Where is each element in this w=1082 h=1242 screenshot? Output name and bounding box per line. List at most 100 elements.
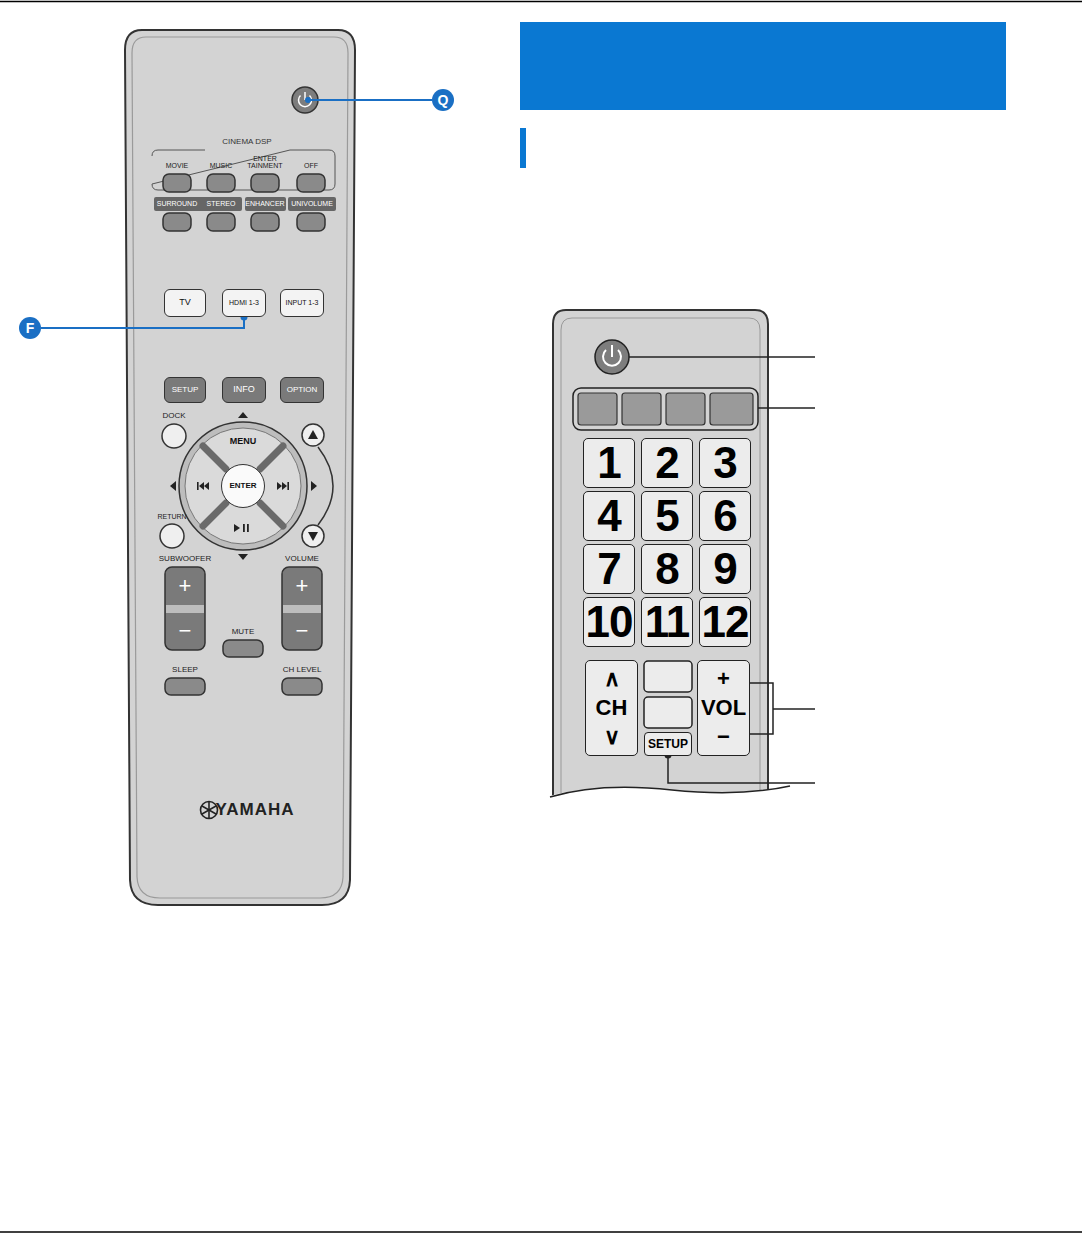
button-label: MOVIE <box>166 162 189 169</box>
rocker-button <box>166 605 204 613</box>
nav-pad <box>238 412 248 418</box>
tv-power-button <box>595 340 629 374</box>
page-rule <box>0 1 1082 3</box>
callout-leader <box>308 99 318 101</box>
rocker-button <box>283 605 321 613</box>
bottom-button <box>223 640 263 657</box>
button-text: HDMI 1-3 <box>229 299 259 306</box>
button-text: CH <box>596 697 628 719</box>
small-button <box>160 424 324 548</box>
leader-line <box>773 708 815 710</box>
input-button: TV <box>164 289 206 317</box>
nav-pad <box>277 482 282 490</box>
number-key: 5 <box>641 491 693 541</box>
color-buttons <box>578 393 753 425</box>
leader-line <box>629 357 815 783</box>
button-text: ENTER <box>229 482 256 490</box>
callout-leader <box>318 99 432 101</box>
button-label: SLEEP <box>172 666 198 674</box>
button-label: + <box>296 574 309 597</box>
button-label: − <box>179 619 192 642</box>
button-label: VOLUME <box>285 555 319 563</box>
nav-pad <box>199 482 204 490</box>
button-text: 1 <box>597 441 620 485</box>
nav-pad <box>204 482 209 490</box>
nav-pad <box>318 447 333 525</box>
nav-pad <box>260 503 283 526</box>
mode-button <box>251 174 279 192</box>
button-text: 11 <box>645 600 690 644</box>
number-key: 6 <box>699 491 751 541</box>
button-label: MUTE <box>232 628 255 636</box>
nav-pad <box>238 554 248 560</box>
callout-leader <box>305 97 432 103</box>
small-button <box>160 524 184 548</box>
number-key: 11 <box>641 597 693 647</box>
callout-leader <box>41 314 248 329</box>
button-text: F <box>26 321 35 336</box>
tv-power-button <box>595 340 629 374</box>
small-button <box>162 424 186 448</box>
nav-pad <box>260 446 283 469</box>
small-button <box>302 525 324 547</box>
color-buttons <box>573 388 758 430</box>
input-button: HDMI 1-3 <box>222 289 266 317</box>
number-key: 3 <box>699 438 751 488</box>
color-buttons <box>666 393 705 425</box>
nav-pad <box>203 503 226 526</box>
number-key: 1 <box>583 438 635 488</box>
blank-button <box>644 697 692 728</box>
brand-name: YAMAHA <box>215 801 294 819</box>
tv-remote-body <box>553 310 768 805</box>
button-label: RETURN <box>157 513 186 520</box>
mode-button <box>251 213 279 231</box>
button-text: 10 <box>586 600 633 644</box>
nav-pad <box>311 481 317 491</box>
button-label: CINEMA DSP <box>222 138 271 146</box>
power-button <box>292 87 318 113</box>
button-text: SETUP <box>172 386 199 394</box>
page-arrow <box>308 430 318 541</box>
tv-remote-body <box>550 786 790 797</box>
tv-remote-body <box>540 784 800 840</box>
color-buttons <box>622 393 661 425</box>
remote-body <box>125 30 355 905</box>
button-label: STEREO <box>207 200 236 207</box>
button-label: ENHANCER <box>245 200 284 207</box>
menu-button: OPTION <box>280 377 324 403</box>
mode-button <box>207 213 235 231</box>
leader-line <box>668 755 815 783</box>
small-button <box>302 424 324 446</box>
button-label: DOCK <box>162 412 185 420</box>
number-key: 9 <box>699 544 751 594</box>
nav-pad <box>203 446 283 526</box>
button-label: CH LEVEL <box>283 666 322 674</box>
remote-body <box>125 30 355 905</box>
nav-pad <box>282 482 287 490</box>
button-text: 3 <box>713 441 736 485</box>
bottom-button <box>165 678 205 695</box>
setup-button: SETUP <box>644 732 692 756</box>
leader-line <box>758 407 815 409</box>
button-label: ENTER TAINMENT <box>244 155 286 170</box>
tv-power-button <box>611 345 613 357</box>
rocker-button <box>165 567 322 650</box>
enter-button: ENTER <box>221 464 265 508</box>
leader-path <box>41 317 244 328</box>
button-text: 12 <box>702 600 749 644</box>
brand-logo <box>202 806 216 814</box>
remote-body <box>132 37 348 898</box>
mode-button <box>297 174 325 192</box>
button-text: INPUT 1-3 <box>286 299 319 306</box>
number-key: 7 <box>583 544 635 594</box>
callout-letter: Q <box>432 89 454 111</box>
button-text: Q <box>438 93 449 108</box>
volume-rocker: +VOL− <box>697 660 750 756</box>
number-key: 8 <box>641 544 693 594</box>
color-buttons <box>573 388 758 430</box>
menu-button: INFO <box>222 377 266 403</box>
section-banner <box>520 128 526 168</box>
page-rule <box>0 1231 1082 1233</box>
